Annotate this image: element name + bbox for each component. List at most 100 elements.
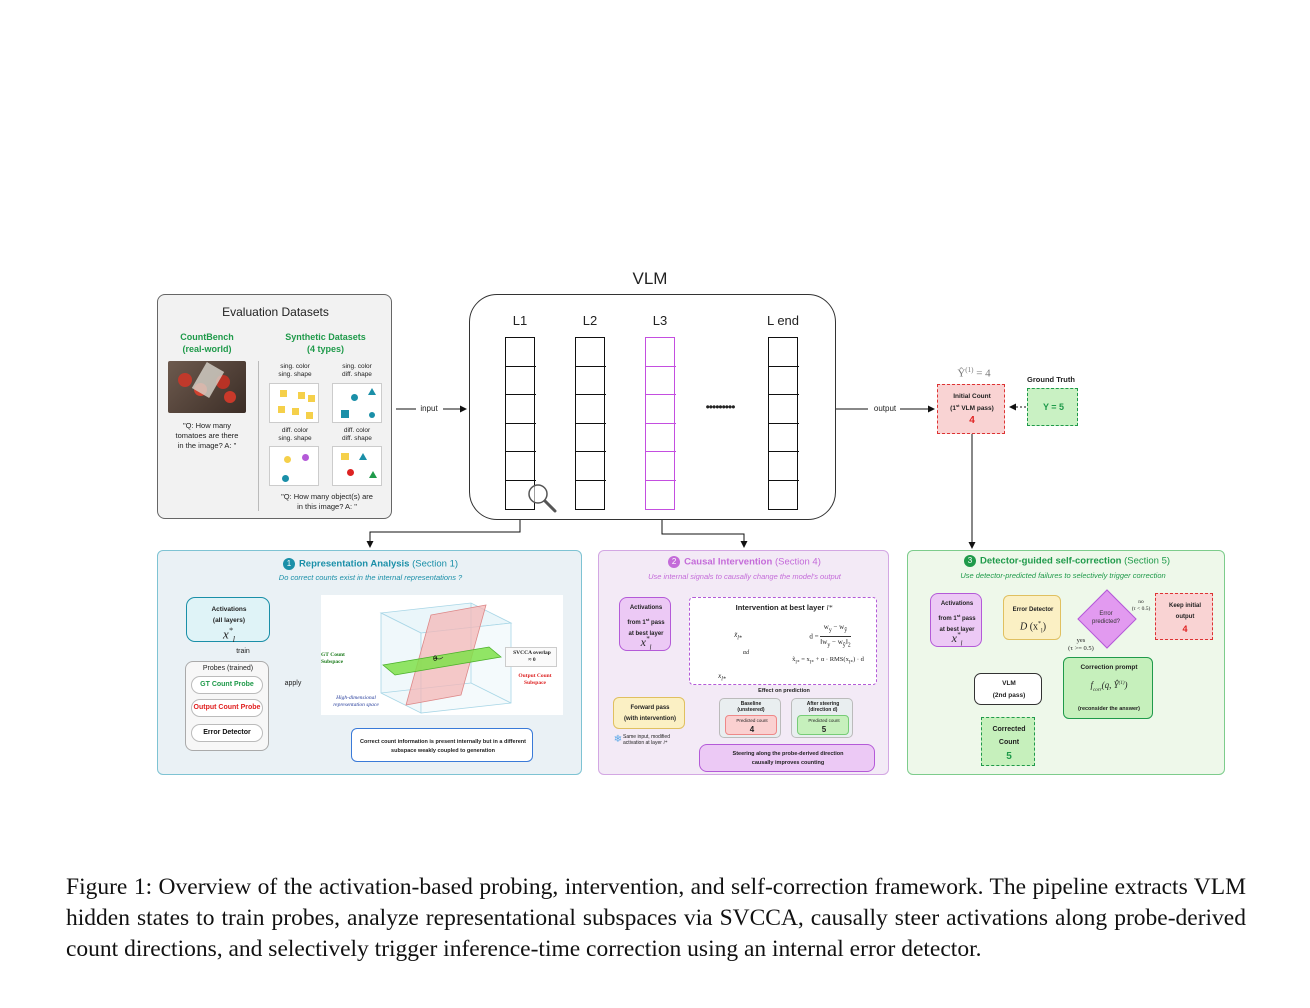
panel2-subtitle: Use internal signals to causally change … bbox=[648, 572, 841, 581]
subspace-diagram: θ bbox=[379, 602, 513, 714]
after-steering-box: After steering (direction d) Predicted c… bbox=[791, 698, 853, 738]
countbench-title: CountBench (real-world) bbox=[180, 332, 234, 354]
intervention-box: Intervention at best layer l* d = wy − w… bbox=[689, 597, 877, 685]
correction-note: (reconsider the answer) bbox=[1077, 706, 1141, 712]
after-steering-label: After steering (direction d) bbox=[806, 701, 840, 713]
after-value: 5 bbox=[821, 725, 827, 734]
panel3-title: Detector-guided self-correction bbox=[979, 555, 1122, 567]
vlm-second-pass-label: VLM (2nd pass) bbox=[992, 680, 1026, 699]
gt-count-probe: GT Count Probe bbox=[191, 676, 263, 694]
gt-subspace-label: GT Count Subspace bbox=[321, 652, 345, 665]
correction-prompt-box: Correction prompt fcorr(q, Ŷ(1)) (recons… bbox=[1063, 657, 1153, 719]
panel2-section: (Section 4) bbox=[774, 556, 821, 568]
forward-pass-label: Forward pass (with intervention) bbox=[624, 705, 676, 722]
panel1-subtitle: Do correct counts exist in the internal … bbox=[278, 573, 463, 582]
formula-x: x̃l* = xl* + α · RMS(xl*) · d bbox=[792, 656, 864, 666]
keep-initial-label: Keep initial output bbox=[1168, 603, 1201, 620]
svcca-box: SVCCA overlap ≈ 0 bbox=[505, 647, 557, 667]
yhat-label: Ŷ(1) = 4 bbox=[957, 366, 991, 380]
layer-label-l3: L3 bbox=[652, 313, 668, 328]
error-predicted-label: Error predicted? bbox=[1091, 611, 1121, 625]
figure-caption: Figure 1: Overview of the activation-bas… bbox=[66, 874, 1246, 962]
panel2-title: Causal Intervention bbox=[684, 556, 773, 568]
ground-truth-value: Y = 5 bbox=[1042, 402, 1065, 412]
apply-label: apply bbox=[284, 680, 302, 687]
panel2-x-symbol: x*l bbox=[640, 635, 652, 652]
layer-column-l3 bbox=[645, 337, 676, 510]
initial-count-value: 4 bbox=[969, 415, 975, 426]
subspace-figure: θ GT Count Subspace Output Count Subspac… bbox=[321, 595, 563, 715]
error-detector-label: Error Detector bbox=[1012, 607, 1054, 613]
panel3-x-symbol: x*l bbox=[951, 631, 963, 648]
datasets-title: Evaluation Datasets bbox=[222, 305, 329, 319]
panel2-number-badge: 2 bbox=[668, 556, 681, 568]
space-label: High-dimensional representation space bbox=[333, 695, 379, 708]
initial-count-box: Initial Count(1st VLM pass) 4 bbox=[937, 384, 1005, 434]
panel1-number-badge: 1 bbox=[282, 558, 295, 570]
baseline-label: Baseline (unsteered) bbox=[737, 701, 765, 713]
panel3-section: (Section 5) bbox=[1124, 555, 1171, 567]
magnifier-icon bbox=[528, 484, 557, 513]
baseline-pred-label: Predicted count bbox=[736, 718, 768, 723]
layer-label-l1: L1 bbox=[512, 313, 528, 328]
synthetic-title: Synthetic Datasets (4 types) bbox=[285, 332, 366, 354]
ground-truth-box: Y = 5 bbox=[1027, 388, 1078, 426]
correction-formula: fcorr(q, Ŷ(1)) bbox=[1090, 680, 1128, 693]
initial-count-label: Initial Count(1st VLM pass) bbox=[950, 393, 994, 413]
panel2-conclusion: Steering along the probe-derived directi… bbox=[732, 751, 844, 766]
baseline-box: Baseline (unsteered) Predicted count 4 bbox=[719, 698, 781, 738]
detector-formula: D (x*l) bbox=[1019, 621, 1047, 635]
alpha-d-label: αd bbox=[742, 650, 750, 656]
layer-label-lend: L end bbox=[766, 313, 800, 328]
no-label: no (τ < 0.5) bbox=[1131, 599, 1151, 612]
svcca-label: SVCCA overlap ≈ 0 bbox=[513, 650, 551, 663]
after-pred-label: Predicted count bbox=[808, 718, 840, 723]
baseline-value: 4 bbox=[749, 725, 755, 734]
error-detector-box: Error Detector D (x*l) bbox=[1003, 595, 1061, 640]
baseline-pred-box: Predicted count 4 bbox=[725, 715, 777, 735]
layer-column-l1 bbox=[505, 337, 536, 510]
sample-image-3 bbox=[269, 446, 319, 486]
effect-title: Effect on prediction bbox=[758, 688, 810, 694]
sample-image-1 bbox=[269, 383, 319, 423]
corrected-count-label: Corrected Count bbox=[992, 726, 1026, 746]
panel1-conclusion: Correct count information is present int… bbox=[360, 739, 526, 754]
vlm-second-pass-box: VLM (2nd pass) bbox=[974, 673, 1042, 705]
sample-image-4 bbox=[332, 446, 382, 486]
synthetic-question: "Q: How many object(s) are in this image… bbox=[281, 492, 373, 511]
output-subspace-label: Output Count Subspace bbox=[518, 673, 552, 686]
svg-text:θ: θ bbox=[433, 655, 437, 663]
after-pred-box: Predicted count 5 bbox=[797, 715, 849, 735]
keep-initial-value: 4 bbox=[1182, 624, 1188, 634]
corrected-count-box: Corrected Count 5 bbox=[981, 717, 1035, 766]
error-detector-probe: Error Detector bbox=[191, 724, 263, 742]
layer-column-lend bbox=[768, 337, 799, 510]
x-star-symbol: x*l bbox=[222, 626, 235, 644]
corrected-count-value: 5 bbox=[1006, 751, 1012, 762]
panel1-section: (Section 1) bbox=[412, 558, 459, 570]
formula-d: d = wy − wŷ‖wy − wŷ‖2 bbox=[809, 623, 851, 649]
layer-ellipsis: ••••••••• bbox=[705, 400, 736, 414]
output-label: output bbox=[873, 404, 897, 413]
type-label-3: diff. color sing. shape bbox=[278, 427, 312, 442]
input-label: input bbox=[420, 404, 438, 413]
snowflake-icon: ❄ bbox=[613, 734, 623, 745]
ground-truth-label: Ground Truth bbox=[1027, 375, 1075, 384]
layer-label-l2: L2 bbox=[582, 313, 598, 328]
vlm-box bbox=[469, 294, 836, 520]
countbench-question: "Q: How many tomatoes are there in the i… bbox=[175, 421, 239, 450]
panel2-conclusion-box: Steering along the probe-derived directi… bbox=[699, 744, 875, 772]
keep-initial-box: Keep initial output 4 bbox=[1155, 593, 1213, 640]
type-label-2: sing. color diff. shape bbox=[342, 363, 372, 378]
panel3-number-badge: 3 bbox=[963, 555, 976, 567]
activations-all-layers-box: Activations (all layers) x*l bbox=[186, 597, 270, 644]
output-count-probe: Output Count Probe bbox=[191, 699, 263, 717]
